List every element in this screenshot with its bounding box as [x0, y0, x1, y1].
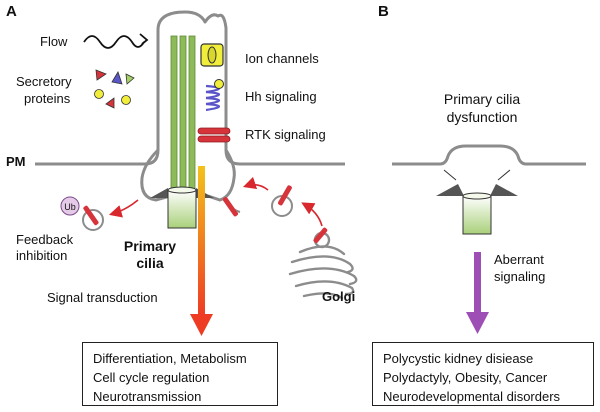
- hh-signaling-label: Hh signaling: [245, 89, 317, 104]
- signal-transduction-arrow: [190, 166, 213, 336]
- golgi-icon: [288, 227, 358, 300]
- dysfunction-label-line1: Primary cilia: [444, 91, 520, 107]
- ub-label: Ub: [64, 202, 76, 212]
- hh-receptor-icon: [205, 79, 224, 112]
- basal-body-b: [436, 169, 518, 235]
- primary-cilia-label-line1: Primary: [124, 238, 176, 254]
- pocket-arrow: [242, 176, 269, 191]
- feedback-arrow: [108, 199, 139, 218]
- golgi-label: Golgi: [322, 289, 355, 304]
- axoneme: [170, 35, 196, 195]
- pm-label: PM: [6, 154, 26, 169]
- golgi-arrow: [301, 202, 323, 227]
- outcome-b-3: Neurodevelopmental disorders: [383, 389, 561, 404]
- primary-cilia-label-line2: cilia: [136, 255, 163, 271]
- ion-channel-icon: [200, 43, 224, 67]
- ciliary-pocket-left: [140, 148, 171, 202]
- dysfunction-label-line2: dysfunction: [447, 109, 518, 125]
- outcome-b-2: Polydactyly, Obesity, Cancer: [383, 370, 548, 385]
- flow-wave-icon: [83, 33, 149, 49]
- trafficking-vesicle-icon: [271, 185, 293, 217]
- outcomes-box-a: Differentiation, Metabolism Cell cycle r…: [82, 342, 278, 406]
- flow-label: Flow: [40, 34, 68, 49]
- ciliary-pocket-right: [207, 149, 236, 202]
- aberrant-label-line2: signaling: [494, 269, 545, 284]
- plasma-membrane-b: [392, 144, 586, 166]
- feedback-label-line1: Feedback: [16, 232, 74, 247]
- secretory-label-line2: proteins: [24, 91, 71, 106]
- panel-label-a: A: [6, 3, 17, 20]
- outcome-b-1: Polycystic kidney disiease: [383, 351, 534, 366]
- aberrant-label-line1: Aberrant: [494, 252, 544, 267]
- rtk-signaling-label: RTK signaling: [245, 127, 326, 142]
- ion-channels-label: Ion channels: [245, 51, 319, 66]
- outcomes-box-b: Polycystic kidney disiease Polydactyly, …: [372, 342, 594, 406]
- secretory-proteins-icon: [94, 69, 135, 109]
- receptor-at-pocket-icon: [222, 197, 241, 217]
- feedback-label-line2: inhibition: [16, 248, 67, 263]
- secretory-label-line1: Secretory: [16, 74, 72, 89]
- aberrant-signaling-arrow: [466, 252, 489, 334]
- rtk-receptor-icon: [197, 127, 231, 143]
- panel-label-b: B: [378, 3, 389, 20]
- outcome-a-1: Differentiation, Metabolism: [93, 351, 247, 366]
- outcome-a-3: Neurotransmission: [93, 389, 202, 404]
- outcome-a-2: Cell cycle regulation: [93, 370, 210, 385]
- ub-vesicle-icon: [60, 196, 104, 231]
- signal-transduction-label: Signal transduction: [47, 290, 158, 305]
